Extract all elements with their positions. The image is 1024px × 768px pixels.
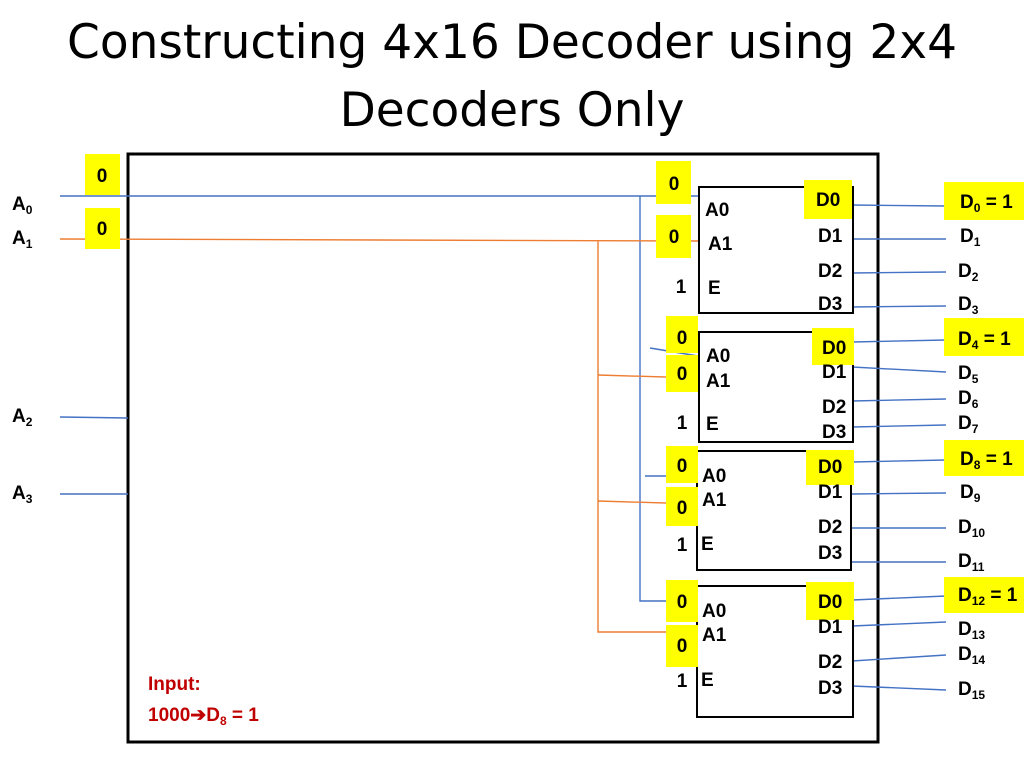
decoder-3-a0-value: 0 (677, 456, 688, 477)
decoder-1-out-d3: D3 (818, 294, 842, 315)
decoder-2: 0 0 1 A0 A1 E D0 D1 D2 D3 (677, 328, 847, 443)
input-label-a1: A1 (12, 228, 33, 251)
decoder-3-pin-a1: A1 (702, 490, 727, 511)
decoder-3-enable-value: 1 (677, 535, 688, 556)
decoder-3-out-d0: D0 (818, 457, 842, 478)
decoder-block-2 (698, 331, 854, 443)
decoder-3-out-d1: D1 (818, 482, 843, 503)
output-label-d3: D3 (958, 294, 979, 317)
output-label-d11: D11 (958, 551, 985, 574)
decoder-1-out-d0: D0 (816, 190, 840, 211)
output-label-d9: D9 (960, 482, 981, 505)
decoder-4-out-d0: D0 (818, 592, 842, 613)
outer-block (126, 152, 880, 744)
decoder-2-out-d0: D0 (822, 338, 846, 359)
input-label-a3: A3 (12, 483, 33, 506)
input-label-a2: A2 (12, 406, 33, 429)
output-label-d0: D0 = 1 (960, 192, 1013, 215)
title-line-2: Decoders Only (340, 83, 685, 138)
decoder-4-out-d1: D1 (818, 617, 843, 638)
decoder-1-pin-a1: A1 (708, 234, 733, 255)
decoder-block-1 (698, 186, 854, 314)
highlights (85, 154, 1024, 667)
decoder-3: 0 0 1 A0 A1 E D0 D1 D2 D3 (677, 456, 843, 564)
decoder-2-out-d1: D1 (822, 362, 847, 383)
decoder-4: 0 0 1 A0 A1 E D0 D1 D2 D3 (677, 592, 843, 699)
decoder-2-out-d3: D3 (822, 422, 846, 443)
decoder-4-out-d2: D2 (818, 652, 842, 673)
decoder-1-pin-e: E (708, 278, 721, 299)
output-label-d2: D2 (958, 261, 979, 284)
decoder-4-enable-value: 1 (677, 671, 688, 692)
output-label-d6: D6 (958, 388, 979, 411)
decoder-4-pin-a0: A0 (702, 601, 726, 622)
decoder-2-pin-e: E (706, 414, 719, 435)
decoder-4-out-d3: D3 (818, 678, 842, 699)
wire-a0 (60, 195, 698, 602)
output-label-d14: D14 (958, 644, 985, 667)
decoder-3-pin-e: E (701, 534, 714, 555)
output-label-d15: D15 (958, 679, 985, 702)
output-labels: D0 = 1 D1 D2 D3 D4 = 1 D5 D6 D7 D8 = 1 D… (958, 192, 1018, 702)
decoder-2-a1-value: 0 (677, 364, 688, 385)
decoder-4-pin-a1: A1 (702, 625, 727, 646)
output-label-d12: D12 = 1 (958, 585, 1018, 608)
decoder-4-a0-value: 0 (677, 592, 688, 613)
input-value-a1: 0 (97, 219, 108, 240)
output-label-d4: D4 = 1 (958, 329, 1011, 352)
input-note-label: Input: (148, 674, 201, 695)
decoder-4-a1-value: 0 (677, 636, 688, 657)
decoder-2-pin-a1: A1 (706, 371, 731, 392)
decoder-2-a0-value: 0 (677, 328, 688, 349)
decoder-2-pin-a0: A0 (706, 346, 730, 367)
wire-a1 (59, 238, 701, 633)
output-label-d1: D1 (960, 226, 981, 249)
input-note-value: 1000➔D8 = 1 (148, 705, 259, 728)
arrow-right-icon: ➔ (190, 705, 206, 726)
decoder-3-a1-value: 0 (677, 498, 688, 519)
decoder-1-enable-value: 1 (676, 277, 687, 298)
wire-a2 (59, 416, 129, 419)
decoder-3-out-d3: D3 (818, 543, 842, 564)
decoder-1-pin-a0: A0 (705, 200, 729, 221)
wires (59, 195, 947, 691)
decoder-3-pin-a0: A0 (702, 466, 726, 487)
decoder-2-out-d2: D2 (822, 397, 846, 418)
output-label-d5: D5 (958, 363, 979, 386)
decoder-1: 0 0 1 A0 A1 E D0 D1 D2 D3 (669, 174, 843, 315)
title-line-1: Constructing 4x16 Decoder using 2x4 (67, 15, 957, 70)
decoder-1-a0-value: 0 (669, 174, 680, 195)
decoder-2-enable-value: 1 (677, 413, 688, 434)
output-label-d10: D10 (958, 517, 985, 540)
decoder-1-out-d2: D2 (818, 261, 842, 282)
decoder-1-a1-value: 0 (669, 227, 680, 248)
decoder-3-out-d2: D2 (818, 517, 842, 538)
output-label-d13: D13 (958, 619, 985, 642)
output-label-d7: D7 (958, 413, 979, 436)
input-label-a0: A0 (12, 194, 33, 217)
decoder-4-pin-e: E (701, 670, 714, 691)
input-value-a0: 0 (97, 166, 108, 187)
decoder-1-out-d1: D1 (818, 226, 843, 247)
output-label-d8: D8 = 1 (960, 449, 1013, 472)
